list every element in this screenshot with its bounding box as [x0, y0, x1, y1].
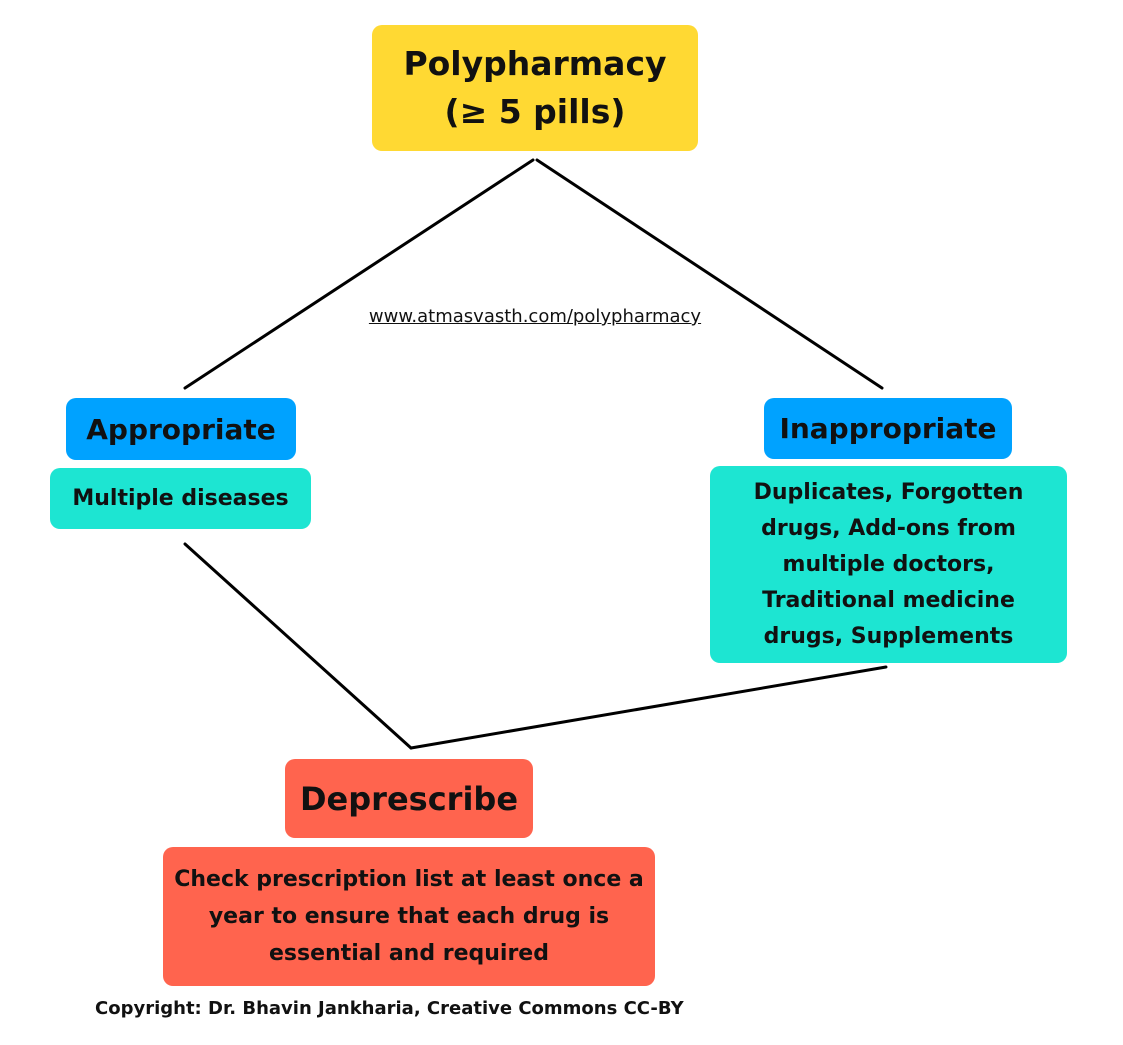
node-polypharmacy-subtitle: (≥ 5 pills): [444, 92, 626, 131]
edge-appropriate-to-deprescribe: [183, 542, 413, 750]
edge-polypharmacy-to-inappropriate: [535, 158, 884, 390]
node-deprescribe: Deprescribe: [285, 759, 533, 838]
node-deprescribe-detail: Check prescription list at least once a …: [163, 847, 655, 986]
node-polypharmacy: Polypharmacy (≥ 5 pills): [372, 25, 698, 151]
copyright-notice: Copyright: Dr. Bhavin Jankharia, Creativ…: [95, 998, 684, 1019]
node-polypharmacy-title: Polypharmacy: [403, 44, 667, 83]
node-appropriate: Appropriate: [66, 398, 296, 460]
node-inappropriate: Inappropriate: [764, 398, 1012, 459]
edge-inappropriate-to-deprescribe: [409, 665, 888, 750]
source-url[interactable]: www.atmasvasth.com/polypharmacy: [368, 306, 702, 327]
node-inappropriate-detail: Duplicates, Forgotten drugs, Add-ons fro…: [710, 466, 1067, 663]
edge-polypharmacy-to-appropriate: [183, 158, 535, 390]
node-appropriate-detail: Multiple diseases: [50, 468, 311, 529]
